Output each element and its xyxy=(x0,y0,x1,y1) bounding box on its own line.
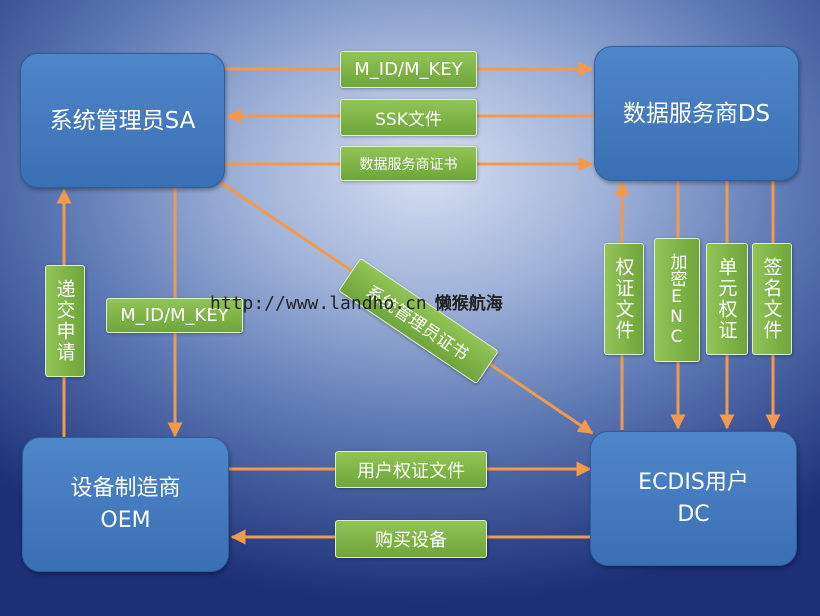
label-ds-dc-sign: 签名文件 xyxy=(752,243,792,355)
watermark-name: 懒猴航海 xyxy=(434,294,503,314)
node-data-service-ds: 数据服务商DS xyxy=(594,46,799,181)
node-oem: 设备制造商 OEM xyxy=(22,437,229,572)
node-ds-label: 数据服务商DS xyxy=(622,100,771,127)
label-oem-dc-userpermit: 用户权证文件 xyxy=(335,451,487,488)
watermark: http://www.landho.cn 懒猴航海 xyxy=(210,289,503,314)
watermark-url: http://www.landho.cn xyxy=(210,293,427,314)
node-dc-label-2: DC xyxy=(677,501,710,527)
label-sa-ds-cert: 数据服务商证书 xyxy=(340,146,477,181)
node-dc-label-1: ECDIS用户 xyxy=(638,469,749,495)
node-sa-label: 系统管理员SA xyxy=(49,107,196,134)
label-ds-dc-cell: 单元权证 xyxy=(706,243,748,355)
node-system-admin-sa: 系统管理员SA xyxy=(20,53,225,188)
label-sa-ds-mid: M_ID/M_KEY xyxy=(340,51,477,88)
label-ds-sa-ssk: SSK文件 xyxy=(340,99,477,136)
label-ds-dc-enc: 加密ENC xyxy=(654,238,700,362)
label-oem-sa-request: 递交申请 xyxy=(45,265,85,377)
label-dc-ds-permit: 权证文件 xyxy=(604,243,644,355)
node-ecdis-user-dc: ECDIS用户 DC xyxy=(590,431,797,566)
node-oem-label-2: OEM xyxy=(100,507,151,533)
label-sa-oem-mid: M_ID/M_KEY xyxy=(106,298,243,333)
label-dc-oem-buy: 购买设备 xyxy=(335,520,487,558)
node-oem-label-1: 设备制造商 xyxy=(70,475,181,501)
